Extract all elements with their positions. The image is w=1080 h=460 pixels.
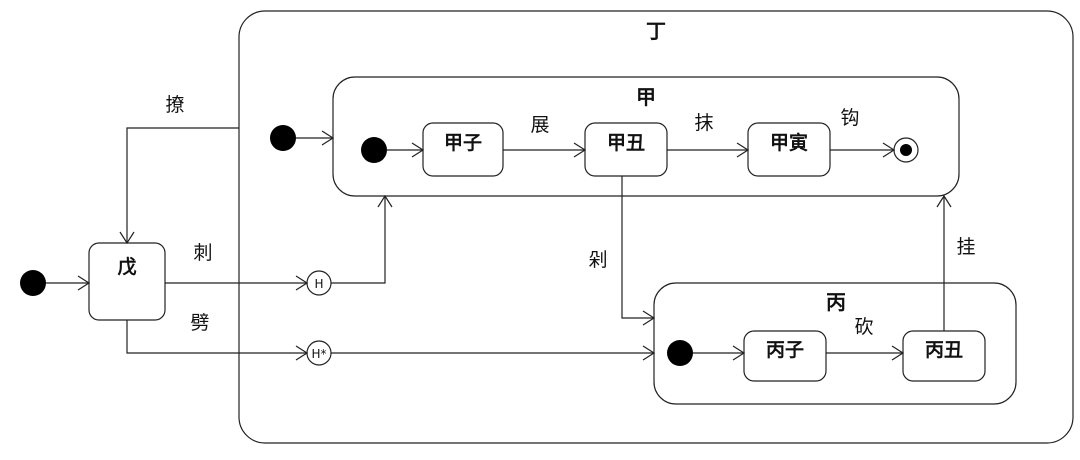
arrowhead-duo (642, 310, 656, 326)
initial-node-ding (270, 125, 296, 151)
arrowhead-zhan (573, 142, 587, 158)
composite-state-jia-title: 甲 (636, 85, 656, 109)
initial-node-jia (361, 137, 387, 163)
arrowhead-ci (295, 275, 309, 291)
label-pi: 劈 (190, 312, 209, 334)
label-zhan: 展 (530, 114, 549, 136)
arrowhead-jia-initial-to-jiazi (411, 142, 425, 158)
label-liao: 撩 (165, 94, 184, 116)
arrowhead-pi (295, 345, 309, 361)
arrowhead-shallow-history-to-jia (377, 194, 393, 208)
arrowhead-mo (736, 142, 750, 158)
label-ci: 刺 (193, 242, 212, 264)
state-jiayin-label: 甲寅 (770, 131, 808, 154)
state-bingchou-label: 丙丑 (925, 339, 963, 361)
initial-node-main (20, 270, 46, 296)
arrowhead-liao (119, 231, 135, 245)
composite-state-bing-title: 丙 (826, 290, 846, 314)
edge-duo (621, 176, 654, 319)
edge-pi (126, 320, 307, 354)
state-bingzi (743, 330, 827, 382)
label-mo: 抹 (694, 112, 713, 134)
svg-text:H*: H* (311, 347, 326, 361)
state-bingzi-label: 丙子 (766, 339, 804, 361)
initial-node-bing (667, 340, 693, 366)
arrowhead-initial-to-wu (77, 275, 91, 291)
state-jiachou-label: 甲丑 (607, 132, 645, 154)
composite-state-ding-title: 丁 (646, 19, 666, 43)
arrowhead-gua (936, 194, 952, 208)
edge-shallow-history-to-jia (331, 196, 386, 284)
label-gou: 钩 (840, 107, 859, 129)
arrowhead-bing-initial-to-bingzi (732, 345, 746, 361)
state-wu-label: 戊 (117, 255, 136, 278)
svg-text:H: H (314, 277, 323, 291)
deep-history-node: H* (306, 340, 332, 366)
shallow-history-node: H (306, 270, 332, 296)
final-node-jia (893, 137, 919, 163)
label-gua: 挂 (956, 236, 975, 258)
arrowhead-kan (891, 345, 905, 361)
state-jiazi-label: 甲子 (444, 132, 482, 154)
label-duo: 剁 (588, 249, 607, 271)
state-wu (88, 242, 166, 321)
arrowhead-gou (882, 142, 896, 158)
arrowhead-ding-initial-to-jia (321, 130, 335, 146)
arrowhead-deep-history-to-bing (642, 345, 656, 361)
edge-liao (126, 127, 239, 243)
label-kan: 砍 (854, 316, 873, 338)
